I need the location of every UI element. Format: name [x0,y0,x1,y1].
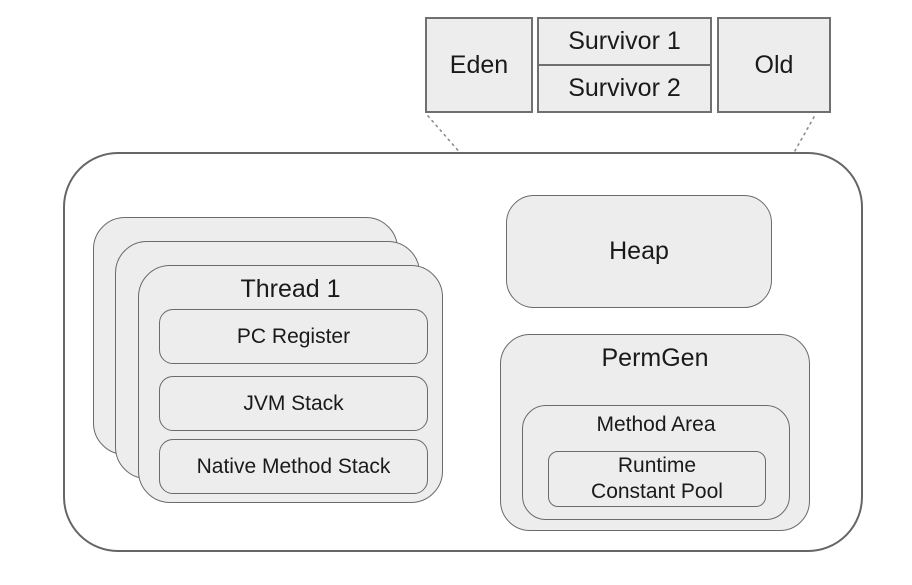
runtime-constant-pool-line1: Runtime [617,454,697,477]
survivor-box: Survivor 1 Survivor 2 [537,17,712,113]
permgen-box: PermGen Method Area Runtime Constant Poo… [500,334,810,531]
runtime-constant-pool-box: Runtime Constant Pool [548,451,766,507]
runtime-constant-pool-label: Runtime Constant Pool [591,453,723,505]
thread-title: Thread 1 [240,275,341,303]
survivor2-label: Survivor 2 [568,74,681,102]
survivor2-box: Survivor 2 [539,66,710,111]
native-method-stack-box: Native Method Stack [159,439,428,494]
eden-label: Eden [449,50,509,79]
heap-label: Heap [609,237,669,265]
method-area-box: Method Area Runtime Constant Pool [522,405,790,520]
old-box: Old [717,17,831,113]
heap-box: Heap [506,195,772,308]
pc-register-label: PC Register [236,324,351,348]
eden-box: Eden [425,17,533,113]
survivor1-box: Survivor 1 [539,19,710,66]
permgen-title: PermGen [601,344,709,372]
jvm-stack-box: JVM Stack [159,376,428,431]
method-area-title: Method Area [596,413,716,436]
runtime-constant-pool-line2: Constant Pool [591,480,723,503]
survivor1-label: Survivor 1 [568,27,681,55]
pc-register-box: PC Register [159,309,428,364]
old-label: Old [754,50,794,79]
native-method-stack-label: Native Method Stack [196,454,391,478]
jvm-stack-label: JVM Stack [243,391,344,415]
thread-card-front: Thread 1 PC Register JVM Stack Native Me… [138,265,443,503]
